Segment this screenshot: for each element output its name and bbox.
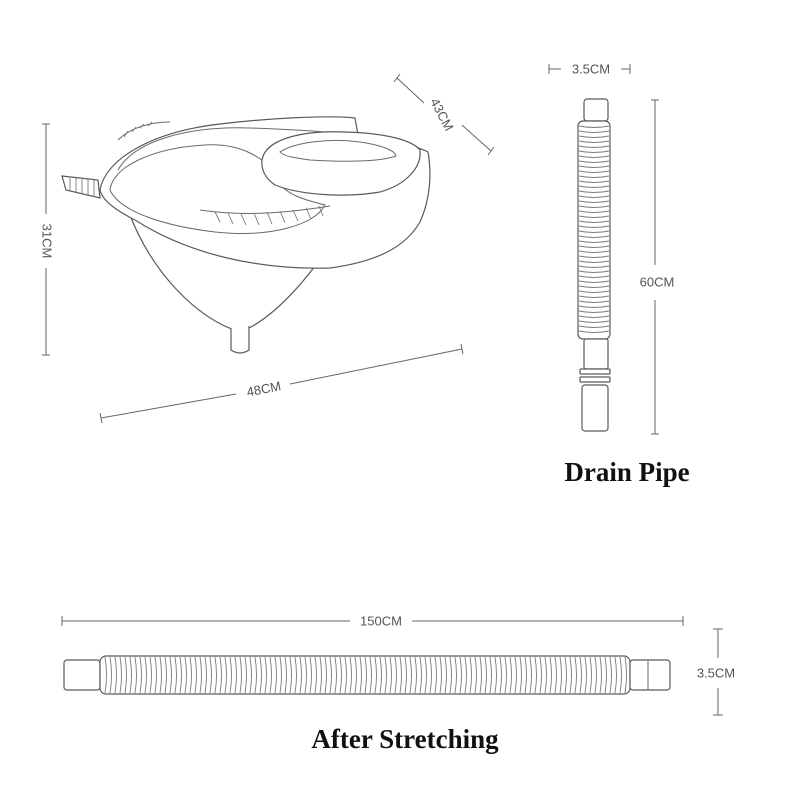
stretched-pipe-diameter-label: 3.5CM <box>697 665 735 680</box>
basin-width-label: 48CM <box>245 378 282 399</box>
stretched-pipe-diameter-dimension: 3.5CM <box>697 628 735 716</box>
stretched-pipe-illustration <box>63 655 671 695</box>
stretched-pipe-caption: After Stretching <box>311 724 499 754</box>
drain-pipe-diameter-label: 3.5CM <box>572 61 610 76</box>
side-brush-icon <box>61 175 101 199</box>
stretched-pipe-length-dimension: 150CM <box>61 613 684 628</box>
stretched-pipe-length-label: 150CM <box>360 613 402 628</box>
basin-width-dimension: 48CM <box>99 343 464 424</box>
drain-pipe-diameter-dimension: 3.5CM <box>548 61 631 76</box>
drain-pipe-illustration <box>577 98 611 432</box>
drain-pipe-length-dimension: 60CM <box>640 99 675 435</box>
drain-pipe-length-label: 60CM <box>640 274 675 289</box>
drain-pipe-caption: Drain Pipe <box>564 457 689 487</box>
shampoo-basin-illustration <box>61 116 431 354</box>
basin-height-dimension: 31CM <box>40 123 55 356</box>
basin-height-label: 31CM <box>40 224 55 259</box>
basin-depth-label: 43CM <box>427 96 457 134</box>
